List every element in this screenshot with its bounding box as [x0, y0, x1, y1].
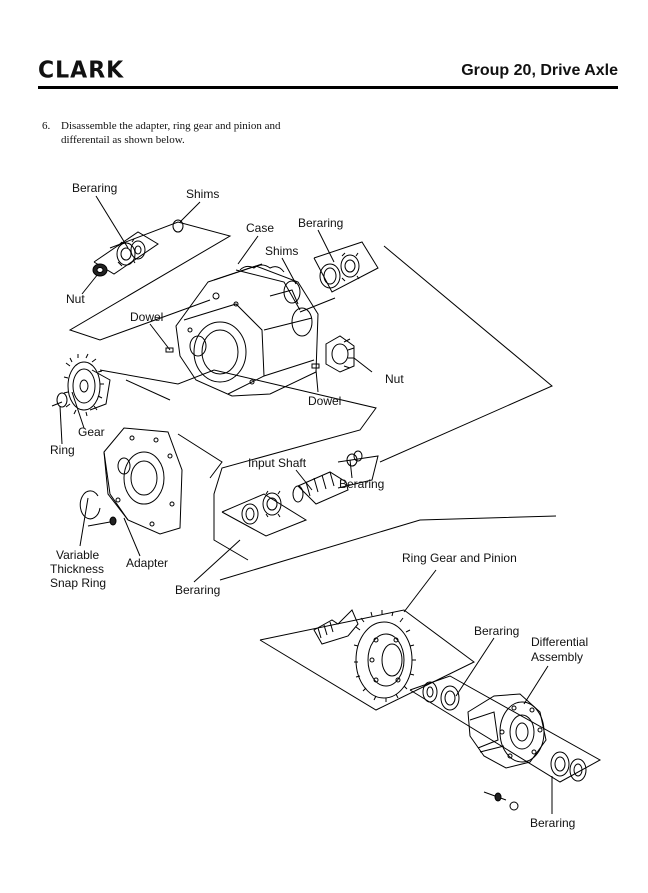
label-shims-top: Shims: [186, 187, 219, 201]
dowel-mid-part: [311, 363, 320, 369]
ring-part: [51, 392, 68, 408]
bearing-top-left-part: [116, 238, 146, 267]
bolt-bottom-part: [483, 791, 519, 811]
page-header: CLARK Group 20, Drive Axle: [38, 57, 618, 88]
pinion-part: [313, 609, 359, 645]
label-dowel-mid: Dowel: [308, 394, 341, 408]
bearing-adapter-part: [241, 490, 282, 525]
input-shaft-part: [292, 471, 349, 505]
label-ring: Ring: [50, 443, 75, 457]
section-title: Group 20, Drive Axle: [461, 62, 618, 79]
label-bearing-diff: Beraring: [474, 624, 519, 638]
label-shims-mid: Shims: [265, 244, 298, 258]
case-housing-part: [175, 263, 319, 397]
label-gear: Gear: [78, 425, 105, 439]
shims-mid-part: [283, 280, 301, 304]
label-bearing-input: Beraring: [339, 477, 384, 491]
label-variable-line2: Thickness: [50, 562, 104, 576]
label-bearing-adapter: Beraring: [175, 583, 220, 597]
label-dowel-top: Dowel: [130, 310, 163, 324]
nut-right-part: [325, 335, 355, 373]
bearing-bottom-part: [550, 751, 587, 782]
label-adapter: Adapter: [126, 556, 168, 570]
label-nut-right: Nut: [385, 372, 404, 386]
label-differential-line2: Assembly: [531, 650, 583, 664]
shims-top-part: [172, 219, 184, 233]
bearing-diff-part: [422, 681, 460, 711]
label-variable-line1: Variable: [56, 548, 99, 562]
leader-lines: [59, 195, 553, 814]
label-variable-line3: Snap Ring: [50, 576, 106, 590]
bearing-top-right-part: [319, 252, 360, 289]
label-bearing-top-left: Beraring: [72, 181, 117, 195]
header-rule: [38, 86, 618, 89]
label-ring-gear-pinion: Ring Gear and Pinion: [402, 551, 517, 565]
bearing-input-part: [346, 450, 363, 467]
label-nut-left: Nut: [66, 292, 85, 306]
differential-assembly-part: [467, 693, 547, 769]
step-number: 6.: [42, 120, 51, 132]
adapter-part: [103, 427, 183, 535]
assembly-guide-lines: [68, 221, 602, 783]
nut-left-part: [92, 263, 108, 277]
dowel-top-part: [165, 347, 174, 353]
label-bearing-bottom: Beraring: [530, 816, 575, 830]
label-input-shaft: Input Shaft: [248, 456, 307, 470]
step-text: Disassemble the adapter, ring gear and p…: [61, 120, 281, 146]
label-differential-line1: Differential: [531, 635, 588, 649]
label-bearing-top-right: Beraring: [298, 216, 343, 230]
clark-logo: CLARK: [38, 57, 125, 84]
diagram-labels: Beraring Shims Case Beraring Shims Nut D…: [50, 181, 588, 830]
ring-gear-part: [353, 610, 416, 702]
label-case: Case: [246, 221, 274, 235]
gear-part: [63, 353, 111, 417]
variable-snap-ring-part: [79, 490, 117, 527]
